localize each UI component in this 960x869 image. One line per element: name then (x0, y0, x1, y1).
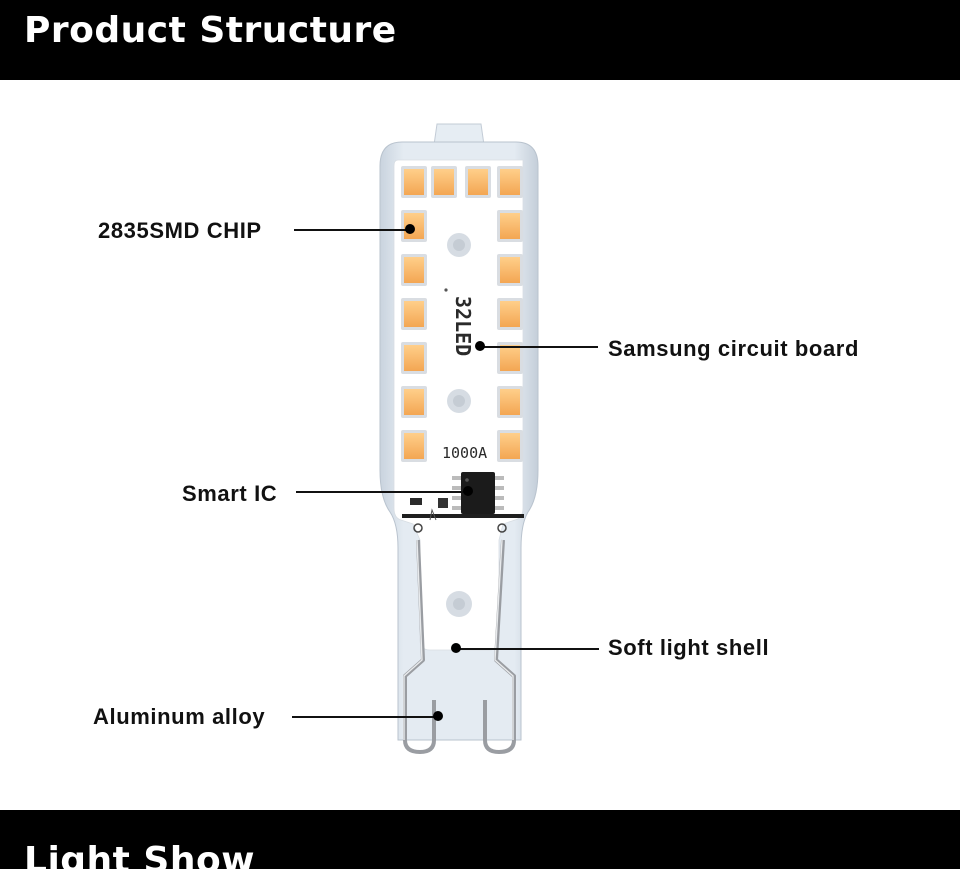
leader-line (296, 491, 466, 493)
aluminum-alloy-pins (403, 539, 516, 754)
led-chip (404, 169, 424, 195)
led-count-print: 32LED (451, 296, 475, 356)
callout-dot (475, 341, 485, 351)
callout-label-shell: Soft light shell (608, 635, 770, 660)
led-chip (404, 433, 424, 459)
leader-line (481, 346, 598, 348)
led-chip (404, 389, 424, 415)
section-title: Light Show (24, 840, 255, 869)
led-chip (500, 301, 520, 327)
callout-dot (463, 486, 473, 496)
led-chip (500, 433, 520, 459)
smart-ic-chip (402, 472, 524, 533)
led-chip (500, 213, 520, 239)
led-chip (500, 169, 520, 195)
mounting-holes (446, 233, 472, 617)
callout-label-chip: 2835SMD CHIP (98, 218, 262, 243)
footer-band: Light Show (0, 810, 960, 869)
header-band: Product Structure (0, 0, 960, 80)
leader-line (294, 229, 409, 231)
callout-label-alloy: Aluminum alloy (93, 704, 266, 729)
section-title: Product Structure (24, 10, 397, 51)
led-chip (500, 257, 520, 283)
led-chip (468, 169, 488, 195)
led-chip (500, 345, 520, 371)
led-chip (404, 345, 424, 371)
led-chip (404, 257, 424, 283)
leader-line (457, 648, 599, 650)
callout-label-board: Samsung circuit board (608, 336, 859, 361)
callout-dot (433, 711, 443, 721)
led-chip-array (401, 166, 523, 462)
callout-label-ic: Smart IC (182, 481, 278, 506)
led-chip (404, 301, 424, 327)
leader-line (292, 716, 437, 718)
led-chip (500, 389, 520, 415)
callout-dot (451, 643, 461, 653)
callout-dot (405, 224, 415, 234)
led-chip (434, 169, 454, 195)
board-code-print: 1000A (442, 444, 487, 462)
